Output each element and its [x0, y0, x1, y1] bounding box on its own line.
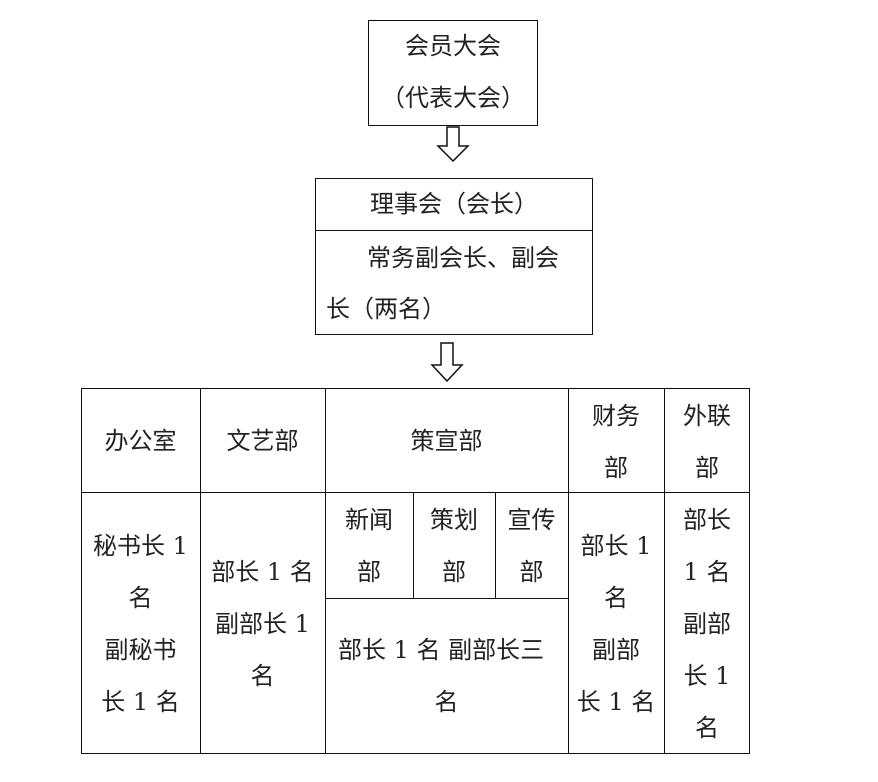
planning-sub-column-divider: [413, 492, 414, 598]
finance-staff-line1: 部长 1: [580, 532, 652, 560]
down-arrow-icon: [436, 126, 470, 162]
office-staff-line2: 名: [128, 584, 153, 612]
assembly-line1: 会员大会: [405, 32, 501, 60]
office-staff-line4: 长 1 名: [101, 688, 180, 716]
column-divider: [664, 388, 665, 754]
dept-finance-name-line2: 部: [604, 454, 628, 482]
column-divider: [568, 388, 569, 754]
office-staff-line3: 副秘书: [104, 636, 177, 664]
liaison-staff-line5: 名: [695, 714, 719, 742]
dept-liaison-name-line2: 部: [695, 454, 719, 482]
liaison-staff-line3: 副部: [683, 610, 731, 638]
finance-staff-line2: 名: [604, 584, 628, 612]
table-header-divider: [81, 492, 750, 493]
liaison-staff-line4: 长 1: [683, 662, 731, 690]
planning-news-line1: 新闻: [345, 506, 393, 534]
assembly-line2: （代表大会）: [381, 84, 525, 112]
dept-liaison-name-line1: 外联: [683, 402, 731, 430]
liaison-staff-line1: 部长: [683, 506, 731, 534]
dept-arts-name: 文艺部: [226, 427, 299, 455]
dept-finance-name-line1: 财务: [592, 402, 640, 430]
council-body-line2: 长（两名）: [326, 295, 446, 323]
arts-staff-line3: 名: [250, 662, 275, 690]
down-arrow-icon: [430, 342, 464, 382]
planning-sub-column-divider: [495, 492, 496, 598]
planning-sub-divider: [325, 598, 568, 599]
planning-plan-line2: 部: [442, 558, 466, 586]
dept-office-name: 办公室: [104, 427, 177, 455]
planning-news-line2: 部: [357, 558, 381, 586]
planning-staff-line1: 部长 1 名 副部长三: [338, 636, 545, 664]
arts-staff-line1: 部长 1 名: [211, 558, 314, 586]
council-title: 理事会（会长）: [370, 190, 538, 218]
column-divider: [200, 388, 201, 754]
office-staff-line1: 秘书长 1: [93, 532, 188, 560]
departments-table: [81, 388, 750, 754]
planning-promo-line2: 部: [519, 558, 544, 586]
council-divider: [315, 230, 593, 231]
planning-staff-line2: 名: [434, 688, 459, 716]
liaison-staff-line2: 1 名: [683, 558, 731, 586]
finance-staff-line4: 长 1 名: [576, 688, 656, 716]
planning-plan-line1: 策划: [430, 506, 478, 534]
planning-promo-line1: 宣传: [507, 506, 556, 534]
assembly-box: [368, 20, 538, 126]
column-divider: [325, 388, 326, 754]
council-body-line1: 常务副会长、副会: [367, 244, 559, 272]
dept-planning-name: 策宣部: [410, 427, 483, 455]
finance-staff-line3: 副部: [592, 636, 640, 664]
arts-staff-line2: 副部长 1: [215, 610, 310, 638]
council-box: [315, 178, 593, 335]
